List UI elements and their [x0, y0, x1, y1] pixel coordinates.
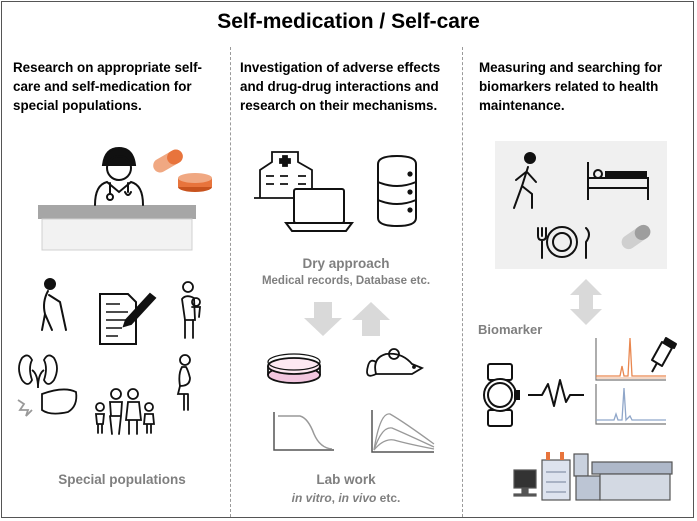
comma-text: ,	[331, 491, 339, 505]
lab-instrument-icon	[513, 452, 673, 501]
pulse-line-icon	[528, 379, 584, 407]
column-2-heading-line: Investigation of adverse effects	[240, 60, 441, 75]
column-1-heading-line: special populations.	[13, 98, 142, 113]
decay-curve-chart	[273, 412, 334, 451]
bed-icon	[587, 162, 649, 200]
pharmacy-counter	[38, 205, 196, 251]
updown-arrow	[570, 279, 602, 325]
up-arrow	[352, 302, 390, 336]
in-vitro-text: in vitro	[291, 491, 332, 505]
doctor-icon	[94, 146, 144, 206]
column-2-heading: Investigation of adverse effects and dru…	[240, 58, 465, 115]
lab-work-sublabel: in vitro, in vivo etc.	[232, 491, 460, 505]
liver-icon	[17, 388, 78, 417]
chromatogram-orange	[595, 337, 666, 381]
kidney-icon	[18, 354, 58, 389]
column-1-heading-line: care and self-medication for	[13, 79, 192, 94]
smartwatch-icon	[483, 363, 520, 427]
lab-work-label: Lab work	[316, 472, 376, 487]
pill-capsule-icon	[153, 149, 183, 173]
pipette-icon	[651, 337, 677, 373]
column-3-heading-line: biomarkers related to health	[479, 79, 659, 94]
column-3-heading-line: maintenance.	[479, 98, 565, 113]
column-1-heading: Research on appropriate self- care and s…	[13, 58, 228, 115]
column-divider	[230, 47, 231, 517]
capsule-icon	[621, 224, 651, 250]
walking-person-icon	[513, 152, 537, 209]
dry-approach-label: Dry approach	[302, 256, 390, 271]
family-icon	[95, 388, 155, 435]
etc-text: etc.	[376, 491, 401, 505]
in-vivo-text: in vivo	[338, 491, 377, 505]
chromatogram-blue	[595, 384, 666, 425]
pregnant-woman-icon	[176, 354, 191, 411]
down-arrow	[304, 302, 342, 336]
laptop-icon	[284, 188, 354, 232]
document-pen-icon	[99, 292, 157, 345]
dry-approach-sublabel: Medical records, Database etc.	[261, 275, 431, 287]
column-3-heading-line: Measuring and searching for	[479, 60, 663, 75]
pk-curves-chart	[371, 410, 435, 453]
special-populations-label: Special populations	[58, 472, 186, 487]
elderly-person-icon	[41, 278, 67, 331]
database-icon	[377, 154, 417, 228]
parent-child-icon	[181, 281, 201, 339]
petri-dish-icon	[267, 353, 321, 384]
column-1-heading-line: Research on appropriate self-	[13, 60, 203, 75]
column-2-heading-line: research on their mechanisms.	[240, 98, 438, 113]
column-3-heading: Measuring and searching for biomarkers r…	[479, 58, 689, 115]
tablet-icon	[178, 173, 212, 192]
biomarker-label: Biomarker	[478, 322, 543, 337]
meal-plate-icon	[537, 226, 590, 259]
lifestyle-panel	[495, 141, 667, 269]
column-2-heading-line: and drug-drug interactions and	[240, 79, 439, 94]
column-divider	[462, 47, 463, 517]
mouse-icon	[366, 348, 425, 377]
page-title: Self-medication / Self-care	[217, 10, 480, 33]
